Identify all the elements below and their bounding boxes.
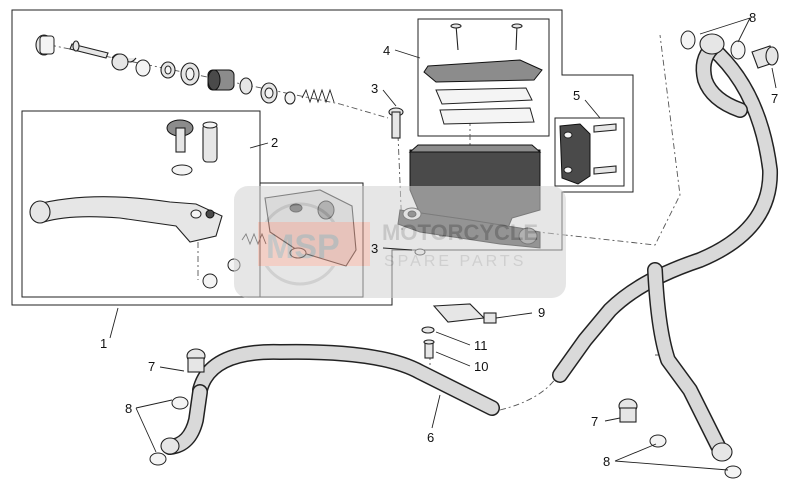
banjo-bolt-left <box>186 348 206 373</box>
clutch-hose-lower <box>160 343 500 455</box>
sealing-washers <box>149 30 746 479</box>
handlebar-clamp <box>559 123 617 185</box>
banjo-bolt-right <box>618 398 638 423</box>
callout-7-right: 7 <box>591 414 598 429</box>
callout-9: 9 <box>538 305 545 320</box>
watermark-line1: MOTORCYCLE <box>382 220 538 245</box>
lever-pivot-pin <box>166 119 194 176</box>
clamp-group-frame <box>554 117 625 187</box>
callout-7-top: 7 <box>771 91 778 106</box>
callout-11: 11 <box>474 338 488 353</box>
callout-8-left: 8 <box>125 401 132 416</box>
watermark-line2: SPARE PARTS <box>384 253 526 270</box>
callout-1: 1 <box>100 336 107 351</box>
piston-kit <box>35 34 335 105</box>
callout-6: 6 <box>427 430 434 445</box>
watermark-panel <box>234 186 566 298</box>
callout-4: 4 <box>383 43 390 58</box>
banjo-bolt-top <box>751 45 779 69</box>
callout-3-lower: 3 <box>371 241 378 256</box>
callout-8-right: 8 <box>603 454 610 469</box>
callout-2: 2 <box>271 135 278 150</box>
leader-lines <box>109 17 777 471</box>
watermark-brand: MSP <box>266 228 340 266</box>
cover-group-frame <box>417 18 550 137</box>
assembly-axis-banjo <box>519 34 681 246</box>
callout-10: 10 <box>474 359 488 374</box>
callout-7-left: 7 <box>148 359 155 374</box>
watermark: MSP MOTORCYCLE SPARE PARTS <box>234 186 566 298</box>
banjo-screw <box>388 107 404 139</box>
brake-lever <box>29 196 223 243</box>
lever-bushing <box>202 121 218 163</box>
reservoir-cover <box>423 23 543 125</box>
callout-3-upper: 3 <box>371 81 378 96</box>
assembly-axis-hose <box>499 377 557 411</box>
watermark-brand-box <box>258 222 370 266</box>
callout-5: 5 <box>573 88 580 103</box>
brake-light-switch <box>421 303 497 359</box>
callout-8-top: 8 <box>749 10 756 25</box>
clutch-hose-upper <box>552 33 779 462</box>
